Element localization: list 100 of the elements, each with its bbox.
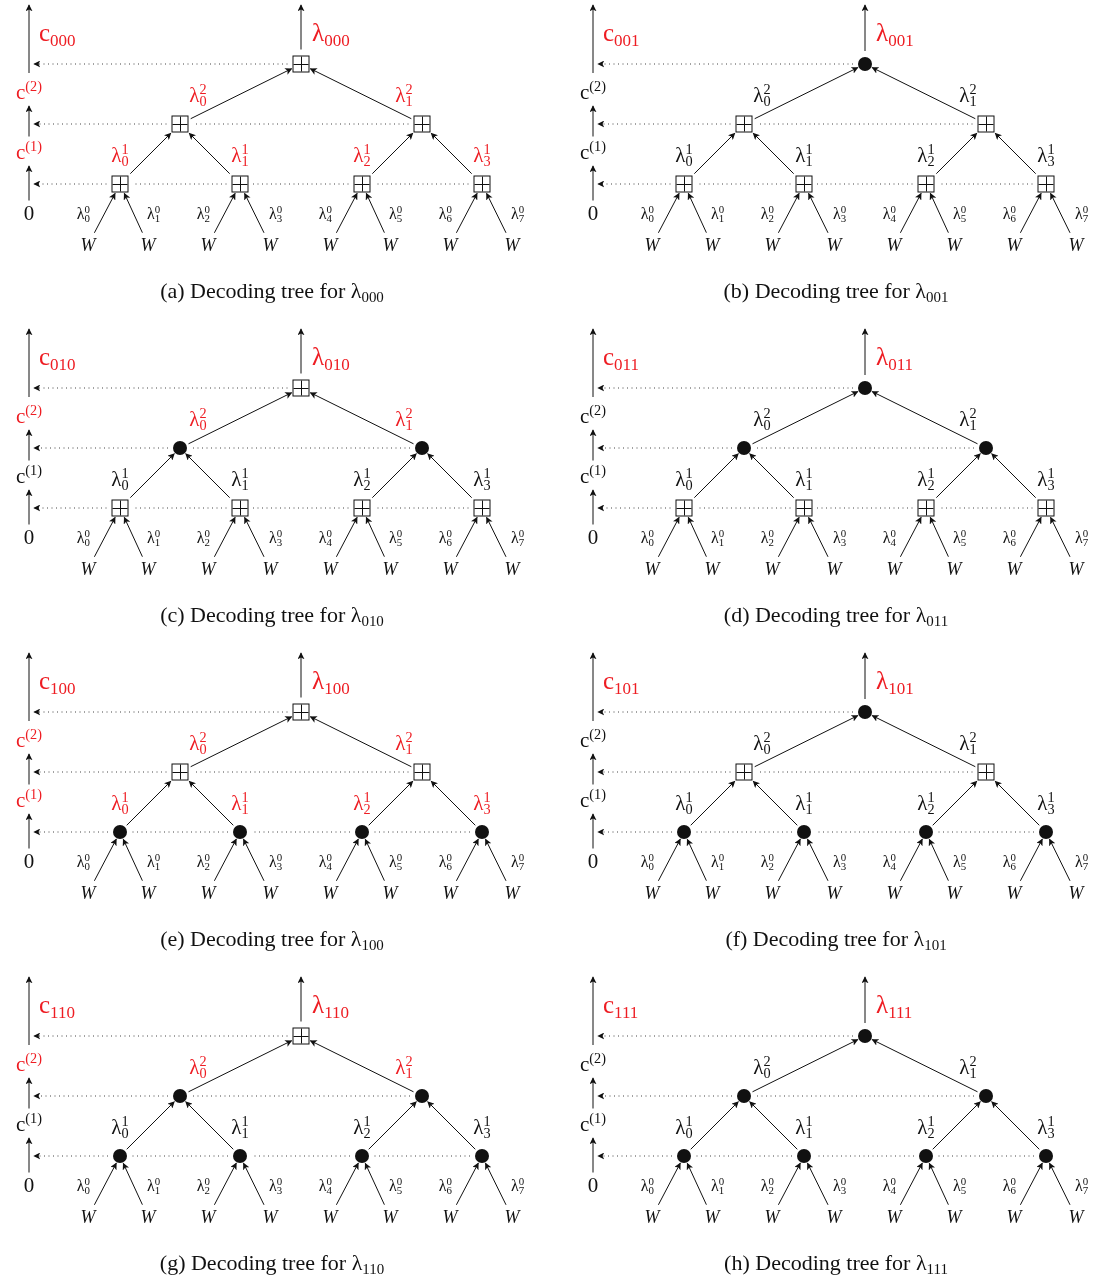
arrow — [335, 1162, 359, 1206]
arrow — [244, 192, 265, 234]
arrow — [185, 1101, 234, 1150]
arrow — [427, 1101, 476, 1150]
dotted-arrow — [33, 504, 107, 512]
arrow — [657, 192, 680, 234]
input-symbol: W — [946, 1208, 962, 1226]
axis-label: c$^{(1)}$ — [16, 1113, 42, 1135]
arrow — [486, 516, 507, 558]
arrow — [371, 453, 417, 499]
arrow — [123, 516, 143, 558]
input-symbol: W — [504, 236, 520, 254]
dotted-arrow — [33, 768, 167, 776]
arrow — [297, 976, 305, 1022]
dotted-arrow — [33, 1152, 109, 1160]
caption: (h) Decoding tree for λ$_{111}$ — [724, 1252, 948, 1274]
arrow — [455, 1162, 479, 1206]
input-symbol: W — [644, 1208, 660, 1226]
arrow — [686, 1162, 707, 1206]
boxplus-node — [917, 175, 935, 193]
arrow — [364, 838, 385, 882]
input-symbol: W — [886, 1208, 902, 1226]
boxplus-node — [675, 175, 693, 193]
dot-node — [113, 1149, 127, 1163]
axis-label: 0 — [23, 1174, 35, 1196]
input-symbol: W — [262, 560, 278, 578]
dotted-arrow — [33, 708, 288, 716]
dot-node — [858, 705, 872, 719]
arrow — [690, 780, 736, 826]
arrow — [122, 1162, 143, 1206]
arrow — [777, 516, 800, 558]
input-symbol: W — [322, 560, 338, 578]
axis-label: c$^{(2)}$ — [580, 729, 606, 751]
axis-label: c$^{(1)}$ — [580, 1113, 606, 1135]
arrow — [335, 192, 358, 234]
arrow — [752, 1039, 859, 1093]
dotted-arrow — [597, 768, 731, 776]
arrow — [25, 652, 33, 722]
edge-label: λ$_{110}$ — [312, 991, 349, 1017]
arrow — [589, 165, 597, 201]
arrow — [589, 813, 597, 849]
dotted-arrow — [33, 1032, 288, 1040]
edge-label: c$_{111}$ — [603, 991, 639, 1017]
arrow — [686, 838, 707, 882]
boxplus-node — [1037, 175, 1055, 193]
arrow — [309, 68, 412, 120]
arrow — [899, 838, 923, 882]
caption: (e) Decoding tree for λ$_{100}$ — [160, 928, 384, 950]
arrow — [1019, 516, 1042, 558]
arrow — [430, 132, 473, 175]
edge-label: c$_{000}$ — [39, 19, 76, 45]
edge-label: λ$_{100}$ — [312, 667, 350, 693]
arrow — [807, 1162, 829, 1206]
arrow — [297, 4, 305, 50]
boxplus-node — [171, 763, 189, 781]
arrow — [861, 328, 869, 376]
arrow — [122, 838, 143, 882]
axis-label: c$^{(2)}$ — [580, 405, 606, 427]
dotted-arrow — [597, 504, 671, 512]
arrow — [928, 1162, 949, 1206]
dot-node — [173, 1089, 187, 1103]
arrow — [485, 838, 507, 882]
arrow — [589, 4, 597, 74]
arrow — [129, 453, 175, 499]
dotted-arrow — [33, 60, 288, 68]
arrow — [752, 132, 795, 175]
input-symbol: W — [504, 560, 520, 578]
boxplus-node — [292, 379, 310, 397]
dot-node — [355, 1149, 369, 1163]
dotted-arrow — [33, 828, 109, 836]
arrow — [687, 192, 707, 234]
arrow — [335, 838, 359, 882]
arrow — [589, 753, 597, 785]
arrow — [861, 4, 869, 52]
edge-label: c$_{001}$ — [603, 19, 640, 45]
boxplus-node — [1037, 499, 1055, 517]
arrow — [589, 429, 597, 461]
arrow — [932, 780, 978, 826]
caption: (d) Decoding tree for λ$_{011}$ — [723, 604, 949, 626]
arrow — [929, 516, 949, 558]
arrow — [188, 1040, 293, 1093]
edge-label: c$_{110}$ — [39, 991, 75, 1017]
arrow — [808, 192, 829, 234]
input-symbol: W — [442, 236, 458, 254]
arrow — [25, 165, 33, 201]
input-symbol: W — [140, 560, 156, 578]
dot-node — [737, 1089, 751, 1103]
arrow — [485, 1162, 507, 1206]
dotted-arrow — [33, 120, 167, 128]
arrow — [754, 715, 859, 768]
arrow — [455, 516, 478, 558]
arrow — [93, 838, 117, 882]
arrow — [589, 652, 597, 722]
dotted-arrow — [33, 444, 169, 452]
dot-node — [858, 57, 872, 71]
axis-label: 0 — [587, 526, 599, 548]
input-symbol: W — [1068, 236, 1084, 254]
arrow — [368, 1101, 417, 1150]
axis-label: c$^{(1)}$ — [580, 465, 606, 487]
edge-label: λ$_{101}$ — [876, 667, 914, 693]
